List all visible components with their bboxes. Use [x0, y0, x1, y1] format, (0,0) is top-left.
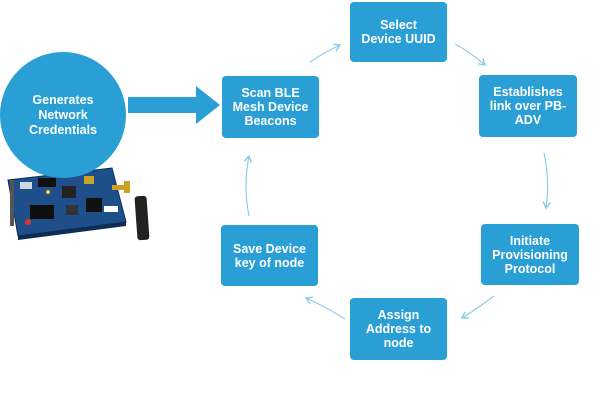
arrow-initiate-to-assign — [460, 295, 495, 319]
board-illustration — [7, 167, 150, 241]
step-initiate-provisioning: Initiate Provisioning Protocol — [481, 224, 579, 285]
step-save-device-key: Save Device key of node — [221, 225, 318, 286]
step-assign-address: Assign Address to node — [350, 298, 447, 360]
arrow-assign-to-save — [304, 296, 346, 320]
step-establish-link: Establishes link over PB- ADV — [479, 75, 577, 137]
arrow-save-to-scan — [243, 154, 253, 217]
arrow-link-to-initiate — [542, 152, 551, 210]
arrow-select-to-link — [454, 43, 487, 66]
step-label: Scan BLE Mesh Device Beacons — [232, 86, 309, 128]
step-label: Select Device UUID — [361, 18, 436, 46]
step-label: Establishes link over PB- ADV — [489, 85, 567, 127]
step-label: Assign Address to node — [365, 308, 432, 350]
big-arrow — [128, 86, 220, 124]
step-label: Initiate Provisioning Protocol — [492, 233, 568, 276]
arrow-scan-to-select — [309, 43, 342, 63]
step-scan-beacons: Scan BLE Mesh Device Beacons — [222, 76, 319, 138]
step-label: Save Device key of node — [233, 241, 306, 270]
step-select-uuid: Select Device UUID — [350, 2, 447, 62]
provisioner-circle: Generates Network Credentials — [0, 52, 126, 178]
provisioner-label: Generates Network Credentials — [28, 92, 98, 137]
